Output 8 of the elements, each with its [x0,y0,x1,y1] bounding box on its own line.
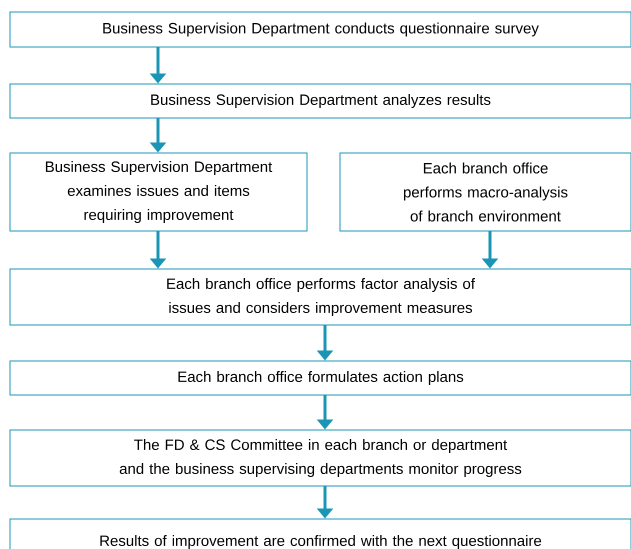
process-box: Business Supervision Department conducts questionnaire survey [10,12,631,48]
process-box: Business Supervision Department examines issues and items requiring improvement [10,152,308,232]
process-box: The FD & CS Committee in each branch or department and the business supervising departments monitor progress [10,430,631,486]
process-box: Each branch office performs macro-analysis of branch environment [340,152,631,232]
process-box: Each branch office performs factor analysis of issues and considers improvement measures [10,268,631,326]
process-box: Business Supervision Department analyzes results [10,84,631,118]
process-box: Each branch office formulates action plans [10,360,631,396]
process-box: Results of improvement are confirmed with the next questionnaire [10,518,631,549]
